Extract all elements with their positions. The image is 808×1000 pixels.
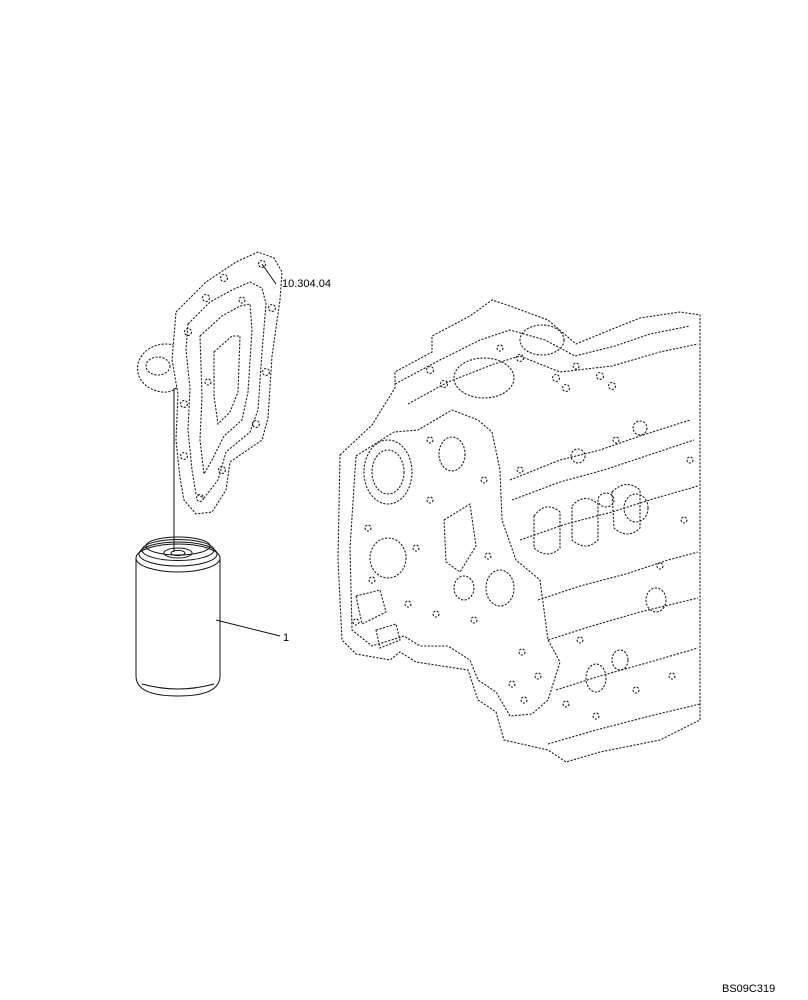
callout-item-1: 1 bbox=[283, 632, 289, 644]
engine-block bbox=[337, 299, 701, 763]
oil-filter-cartridge bbox=[135, 536, 221, 697]
leader-line-10-304-04 bbox=[261, 263, 277, 285]
callout-10-304-04: 10.304.04 bbox=[282, 278, 331, 290]
drawing-code: BS09C319 bbox=[722, 983, 775, 995]
leader-line-item-1 bbox=[215, 619, 281, 637]
oil-cooler-cover-plate bbox=[136, 251, 283, 515]
